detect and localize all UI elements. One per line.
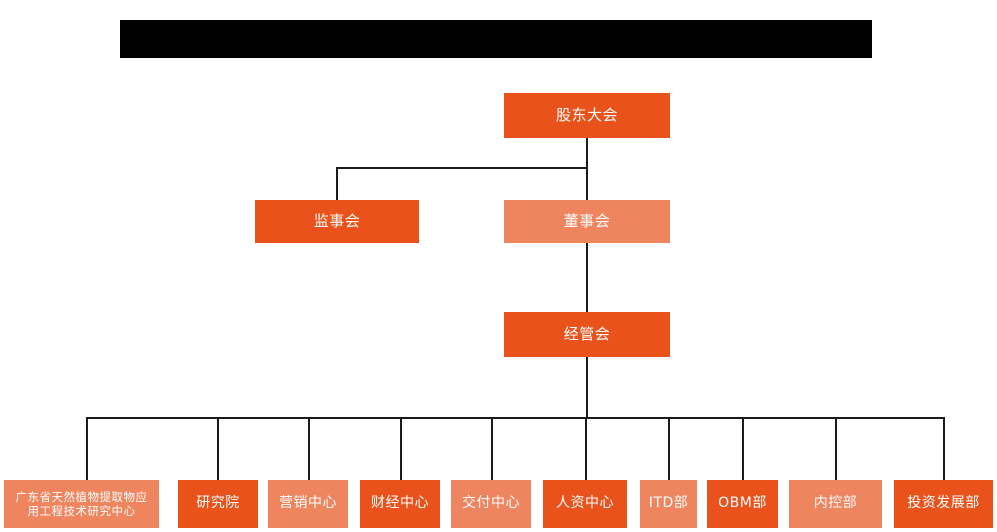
org-node-management-committee[interactable]: 经管会 <box>504 312 670 357</box>
org-node-shareholders[interactable]: 股东大会 <box>504 93 670 138</box>
org-node-label: ITD部 <box>648 495 689 512</box>
org-node-gd-research-center[interactable]: 广东省天然植物提取物应 用工程技术研究中心 <box>4 480 159 528</box>
org-node-marketing-center[interactable]: 营销中心 <box>268 480 348 528</box>
org-node-delivery-center[interactable]: 交付中心 <box>451 480 531 528</box>
connector-directors-to-mgmt <box>586 243 588 313</box>
org-node-label: 经管会 <box>563 325 611 344</box>
connector-shareholders-down <box>586 138 588 168</box>
org-node-investment-dev[interactable]: 投资发展部 <box>894 480 993 528</box>
org-node-label: 投资发展部 <box>907 495 980 512</box>
connector-drop-research-inst <box>217 417 219 481</box>
org-node-label: 营销中心 <box>279 495 337 512</box>
connector-drop-hr <box>585 417 587 481</box>
org-node-obm-department[interactable]: OBM部 <box>707 480 778 528</box>
connector-drop-finance <box>400 417 402 481</box>
org-node-label: 股东大会 <box>555 106 618 125</box>
org-node-label: 财经中心 <box>371 495 429 512</box>
connector-drop-obm <box>742 417 744 481</box>
org-node-label: 监事会 <box>313 212 361 231</box>
redacted-title-bar <box>120 20 872 58</box>
org-node-research-institute[interactable]: 研究院 <box>178 480 258 528</box>
connector-drop-delivery <box>491 417 493 481</box>
org-node-itd-department[interactable]: ITD部 <box>640 480 697 528</box>
org-node-label: 人资中心 <box>556 495 614 512</box>
connector-drop-marketing <box>308 417 310 481</box>
org-node-label: 交付中心 <box>462 495 520 512</box>
connector-supervisory-drop <box>336 167 338 201</box>
org-node-label: 内控部 <box>813 495 858 512</box>
org-node-label: 广东省天然植物提取物应 用工程技术研究中心 <box>15 489 148 518</box>
org-node-internal-control[interactable]: 内控部 <box>789 480 882 528</box>
connector-directors-drop <box>586 167 588 201</box>
org-node-hr-center[interactable]: 人资中心 <box>543 480 627 528</box>
org-node-label: OBM部 <box>718 495 767 512</box>
connector-drop-gd-research <box>86 417 88 481</box>
connector-mgmt-down <box>586 357 588 418</box>
connector-level4-bus <box>86 417 945 419</box>
org-node-label: 董事会 <box>563 212 611 231</box>
connector-drop-internal-control <box>835 417 837 481</box>
connector-level2-bus <box>336 167 588 169</box>
org-node-finance-center[interactable]: 财经中心 <box>360 480 440 528</box>
org-node-label: 研究院 <box>196 495 240 512</box>
connector-drop-itd <box>668 417 670 481</box>
connector-drop-investment <box>943 417 945 481</box>
org-node-supervisory-board[interactable]: 监事会 <box>255 200 419 243</box>
org-node-board-of-directors[interactable]: 董事会 <box>504 200 670 243</box>
